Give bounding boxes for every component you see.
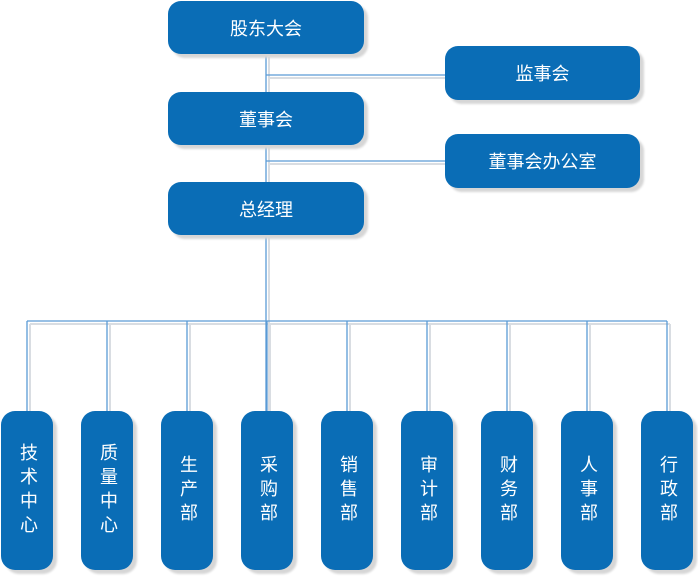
board-office-box: 董事会办公室 xyxy=(445,134,640,188)
department-label: 销售部 xyxy=(337,454,358,527)
department-label: 生产部 xyxy=(177,454,198,527)
department-box: 技术中心 xyxy=(1,411,53,570)
department-box: 人事部 xyxy=(561,411,613,570)
box-label: 监事会 xyxy=(515,64,570,85)
department-label: 人事部 xyxy=(577,454,598,527)
box-label: 股东大会 xyxy=(230,18,302,40)
department-box: 销售部 xyxy=(321,411,373,570)
department-label: 审计部 xyxy=(417,454,438,527)
department-box: 审计部 xyxy=(401,411,453,570)
shareholders-meeting-box: 股东大会 xyxy=(168,1,364,54)
box-label: 董事会办公室 xyxy=(488,152,597,173)
department-label: 行政部 xyxy=(657,454,678,527)
general-manager-box: 总经理 xyxy=(168,182,364,235)
department-box: 质量中心 xyxy=(81,411,133,570)
department-box: 采购部 xyxy=(241,411,293,570)
supervisory-board-box: 监事会 xyxy=(445,46,640,100)
department-label: 质量中心 xyxy=(97,442,118,539)
board-of-directors-box: 董事会 xyxy=(168,92,364,145)
department-label: 采购部 xyxy=(257,454,278,527)
department-box: 财务部 xyxy=(481,411,533,570)
box-label: 总经理 xyxy=(239,199,293,221)
department-box: 生产部 xyxy=(161,411,213,570)
box-label: 董事会 xyxy=(239,109,293,131)
department-label: 财务部 xyxy=(497,454,518,527)
department-label: 技术中心 xyxy=(17,442,38,539)
department-box: 行政部 xyxy=(641,411,693,570)
